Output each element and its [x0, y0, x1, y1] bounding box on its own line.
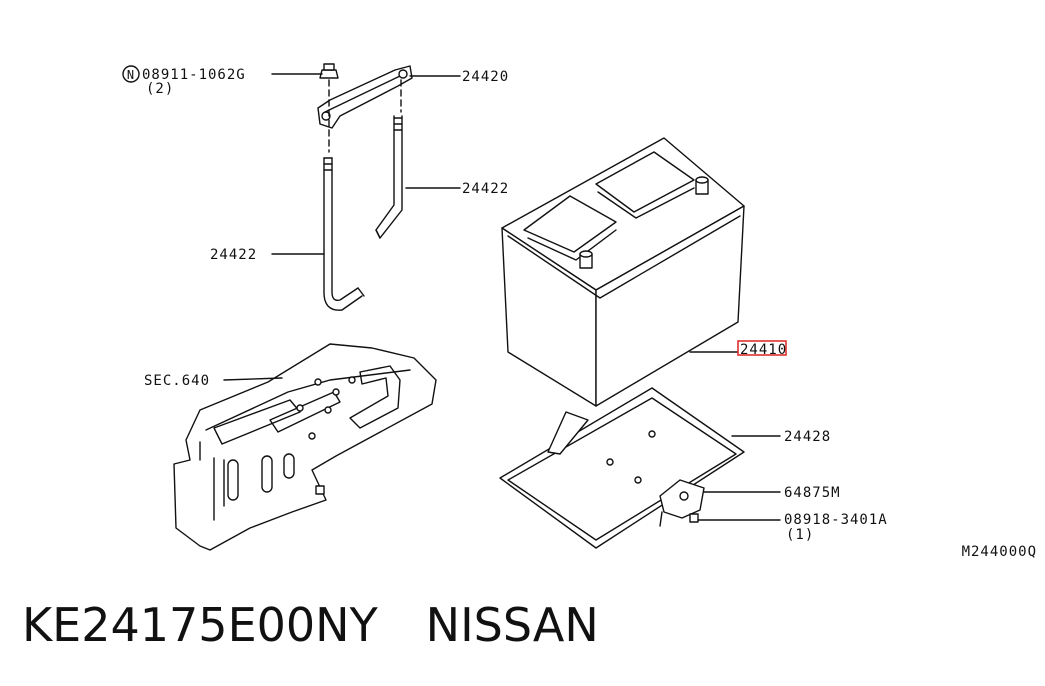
hold-down-rod-left: [323, 157, 365, 311]
brand-name: NISSAN: [425, 598, 599, 652]
diagram-code: M244000Q: [962, 544, 1037, 560]
label-tray: 24428: [784, 429, 831, 445]
parts-diagram: N 08911-1062G (2) 24420 24422 24422 SEC.…: [122, 63, 1037, 560]
label-clamp: 64875M: [784, 485, 841, 501]
label-rod-left: 24422: [210, 247, 257, 263]
label-nut-qty: (2): [146, 81, 174, 97]
part-number: KE24175E00NY: [22, 598, 378, 652]
hold-down-rod-right: [375, 115, 403, 239]
clamp: [659, 479, 705, 527]
body-panel: [173, 343, 437, 551]
label-bolt-qty: (1): [786, 527, 814, 543]
label-bracket: 24420: [462, 69, 509, 85]
symbol-circle-icon: [122, 65, 140, 83]
leader-lines: [223, 73, 781, 521]
caption: KE24175E00NY NISSAN: [22, 598, 647, 652]
symbol-n: N: [127, 68, 135, 82]
label-battery: 24410: [740, 342, 787, 358]
label-nut-part: 08911-1062G: [142, 67, 246, 83]
battery-tray: [499, 387, 745, 549]
hold-down-bracket: [317, 63, 413, 129]
battery: [501, 137, 745, 407]
label-rod-right: 24422: [462, 181, 509, 197]
label-bolt-part: 08918-3401A: [784, 512, 888, 528]
label-sec: SEC.640: [144, 373, 210, 389]
battery-highlight-box: [737, 340, 787, 356]
